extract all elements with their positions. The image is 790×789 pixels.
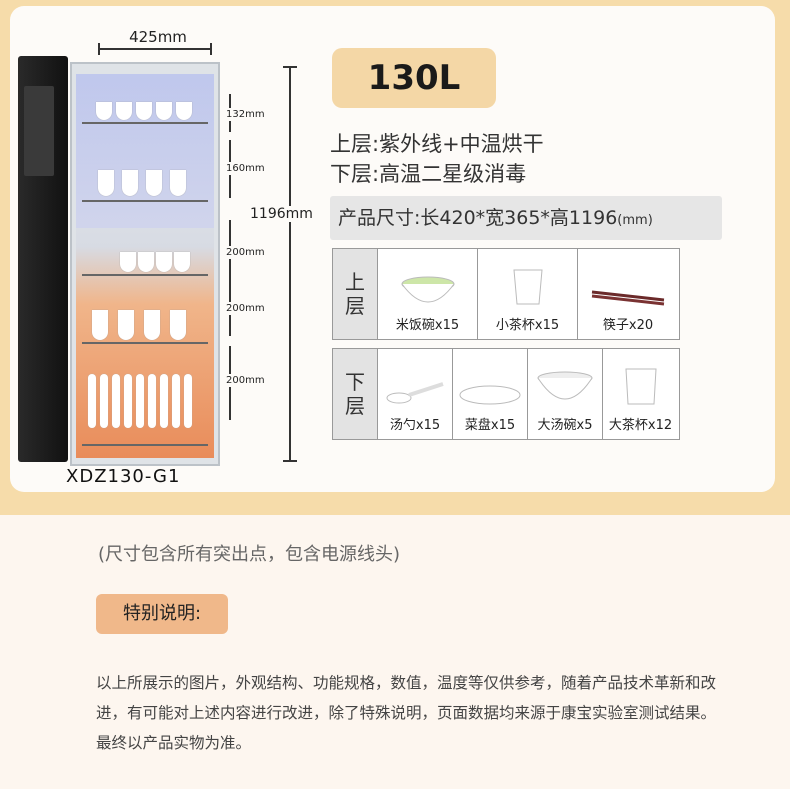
upper-tier-label: 上 层: [333, 249, 378, 339]
special-notice-body: 以上所展示的图片，外观结构、功能规格，数值，温度等仅供参考，随着产品技术革新和改…: [96, 674, 717, 752]
soup-bowl-icon: [537, 371, 593, 400]
plate-icon: [459, 385, 521, 405]
segment-label: 160mm: [226, 162, 265, 175]
lower-tier-label: 下 层: [333, 349, 378, 439]
item-label: 大茶杯x12: [608, 418, 673, 433]
item-label: 菜盘x15: [464, 418, 516, 433]
item-label: 米饭碗x15: [395, 318, 460, 333]
height-dimension-label: 1196mm: [250, 206, 313, 222]
spoon-icon: [386, 382, 444, 404]
item-cell: 大茶杯x12: [603, 349, 678, 439]
item-label: 筷子x20: [602, 318, 654, 333]
cabinet-body: [70, 62, 220, 466]
large-cup-icon: [624, 368, 657, 405]
item-cell: 菜盘x15: [453, 349, 528, 439]
segment-label: 200mm: [226, 302, 265, 315]
item-label: 小茶杯x15: [495, 318, 560, 333]
size-spec-box: 产品尺寸:长420*宽365*高1196(mm): [330, 196, 722, 240]
segment-label: 132mm: [226, 108, 265, 121]
item-label: 大汤碗x5: [537, 418, 593, 433]
dimension-note: (尺寸包含所有突出点，包含电源线头): [98, 544, 401, 565]
size-spec-unit: (mm): [617, 213, 653, 228]
width-dimension-label: 425mm: [129, 28, 187, 46]
item-label: 汤勺x15: [389, 418, 441, 433]
item-cell: 大汤碗x5: [528, 349, 603, 439]
upper-feature-text: 上层:紫外线+中温烘干: [330, 132, 544, 156]
item-cell: 米饭碗x15: [378, 249, 478, 339]
lower-feature-text: 下层:高温二星级消毒: [330, 162, 527, 186]
cabinet-door: [18, 56, 68, 462]
item-cell: 筷子x20: [578, 249, 678, 339]
chopsticks-icon: [591, 290, 665, 306]
height-dimension-line: [289, 66, 291, 462]
model-number: XDZ130-G1: [66, 466, 181, 487]
width-dimension-line: [98, 43, 212, 55]
special-notice-title: 特别说明:: [96, 594, 228, 634]
cabinet-image: [18, 56, 220, 466]
item-cell: 小茶杯x15: [478, 249, 578, 339]
lower-tier-grid: 下 层 汤勺x15 菜盘x15 大汤碗x5 大茶杯x12: [332, 348, 680, 440]
segment-label: 200mm: [226, 374, 265, 387]
upper-tier-grid: 上 层 米饭碗x15 小茶杯x15 筷子x20: [332, 248, 680, 340]
segment-label: 200mm: [226, 246, 265, 259]
size-spec-text: 产品尺寸:长420*宽365*高1196: [338, 207, 618, 229]
capacity-badge: 130L: [332, 48, 496, 108]
rice-bowl-icon: [401, 276, 454, 303]
item-cell: 汤勺x15: [378, 349, 453, 439]
small-cup-icon: [512, 269, 543, 305]
